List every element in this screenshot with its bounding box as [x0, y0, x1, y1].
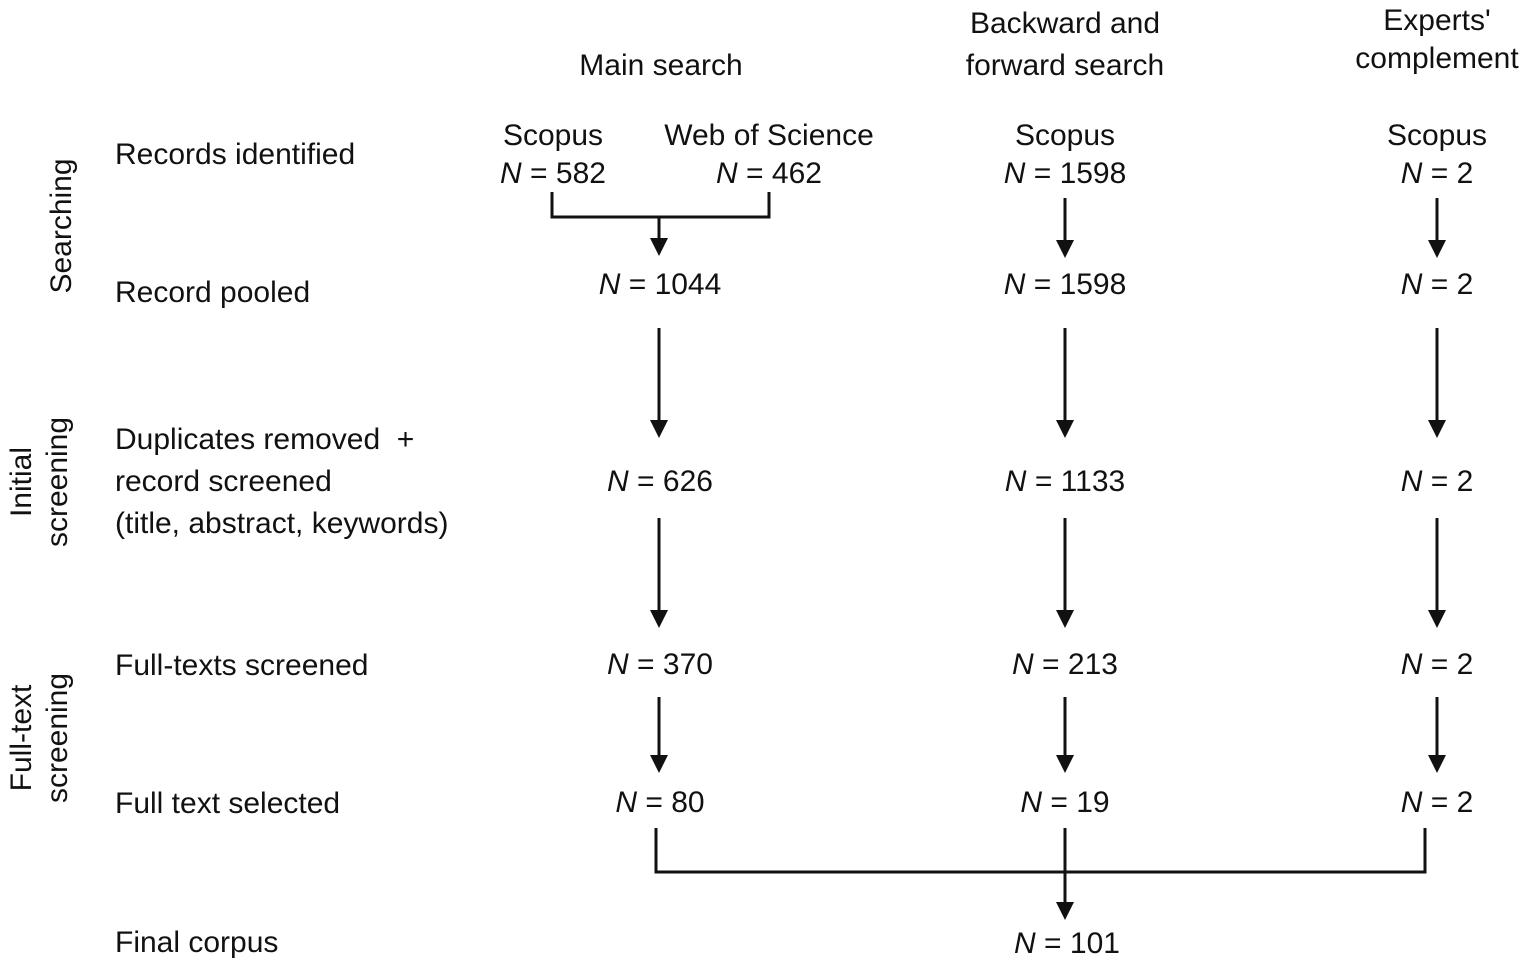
source-backward-scopus: Scopus N = 1598	[1004, 117, 1127, 192]
backward-arrow-pooled	[1056, 240, 1074, 258]
row-duplicates-line3: (title, abstract, keywords)	[115, 507, 449, 540]
row-duplicates-removed: Duplicates removed + record screened (ti…	[115, 419, 448, 545]
experts-arrow-fulltext	[1428, 610, 1446, 628]
column-header-experts: Experts' complement	[1355, 2, 1518, 77]
row-fulltexts-screened: Full-texts screened	[115, 649, 369, 682]
row-final-corpus: Final corpus	[115, 926, 279, 959]
source-main-wos-count: N = 462	[716, 156, 822, 190]
source-experts-scopus: Scopus N = 2	[1387, 117, 1487, 192]
backward-arrow-selected	[1056, 755, 1074, 773]
final-arrow	[1056, 902, 1074, 920]
main-arrow-fulltext	[650, 610, 668, 628]
experts-arrow-pooled	[1428, 240, 1446, 258]
count-main-screened: N = 626	[607, 465, 713, 498]
row-records-identified: Records identified	[115, 138, 356, 171]
count-experts-selected: N = 2	[1400, 786, 1474, 819]
count-experts-pooled: N = 2	[1400, 268, 1474, 301]
column-header-experts-line2: complement	[1355, 41, 1519, 75]
count-final-corpus: N = 101	[1014, 927, 1120, 960]
column-header-main: Main search	[579, 49, 743, 82]
source-backward-scopus-label: Scopus	[1014, 119, 1116, 152]
main-arrow-screened	[650, 420, 668, 438]
main-arrow-pooled	[650, 217, 668, 256]
phase-fulltext-line1: Full-text	[5, 684, 38, 792]
count-main-selected: N = 80	[615, 786, 705, 819]
row-record-pooled: Record pooled	[115, 276, 311, 309]
source-main-wos-label: Web of Science	[664, 119, 874, 152]
source-main-scopus-label: Scopus	[502, 119, 604, 152]
count-experts-fulltext: N = 2	[1400, 648, 1474, 681]
experts-arrow-screened	[1428, 420, 1446, 438]
phase-searching: Searching	[45, 158, 78, 294]
column-header-backward-line2: forward search	[965, 48, 1165, 82]
source-main-scopus-count: N = 582	[500, 156, 606, 190]
row-fulltext-selected: Full text selected	[115, 787, 341, 820]
count-backward-fulltext: N = 213	[1012, 648, 1118, 681]
count-main-pooled: N = 1044	[598, 268, 722, 301]
source-experts-scopus-count: N = 2	[1400, 156, 1474, 190]
phase-initial-screening: Initial screening	[4, 417, 76, 547]
main-merge-bracket	[550, 192, 771, 219]
count-backward-selected: N = 19	[1020, 786, 1110, 819]
column-header-backward-line1: Backward and	[969, 7, 1161, 40]
source-main-wos: Web of Science N = 462	[664, 117, 874, 192]
phase-fulltext-screening: Full-text screening	[4, 673, 76, 803]
column-header-experts-line1: Experts'	[1383, 4, 1491, 37]
source-main-scopus: Scopus N = 582	[500, 117, 606, 192]
backward-arrow-fulltext	[1056, 610, 1074, 628]
column-header-backward: Backward and forward search	[966, 5, 1164, 84]
row-duplicates-line2: record screened	[115, 465, 332, 498]
main-arrow-selected	[650, 755, 668, 773]
row-duplicates-line1: Duplicates removed +	[115, 423, 415, 456]
phase-fulltext-line2: screening	[41, 672, 74, 804]
source-experts-scopus-label: Scopus	[1386, 119, 1488, 152]
backward-arrow-screened	[1056, 420, 1074, 438]
source-backward-scopus-count: N = 1598	[1003, 156, 1127, 190]
count-backward-screened: N = 1133	[1004, 465, 1126, 498]
count-backward-pooled: N = 1598	[1003, 268, 1127, 301]
phase-initial-line1: Initial	[5, 446, 38, 518]
experts-arrow-selected	[1428, 755, 1446, 773]
count-main-fulltext: N = 370	[607, 648, 713, 681]
final-merge-bracket	[654, 828, 1427, 874]
phase-initial-line2: screening	[41, 416, 74, 548]
count-experts-screened: N = 2	[1400, 465, 1474, 498]
